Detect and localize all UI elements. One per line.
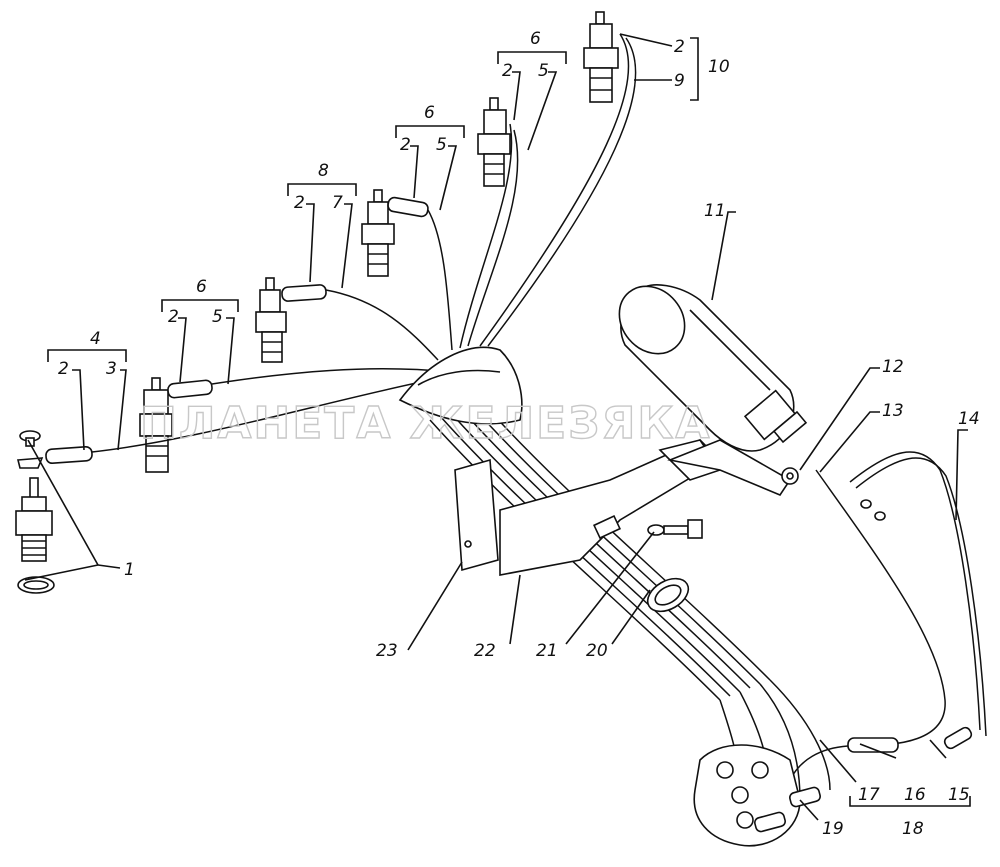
harness-clamp <box>398 346 523 572</box>
callout-leaders <box>24 33 971 821</box>
callout-10: 10 <box>708 57 730 77</box>
callout-4-2: 2 <box>58 359 69 379</box>
callout-6-a-2: 2 <box>168 307 179 327</box>
callout-6-c-5: 5 <box>538 61 549 81</box>
spark-plug-5 <box>477 97 511 187</box>
callout-14: 14 <box>958 409 980 429</box>
callout-15: 15 <box>948 785 970 805</box>
callout-19: 19 <box>822 819 844 839</box>
callout-10-9: 9 <box>674 71 685 91</box>
callout-labels: 1 4 2 3 6 2 5 8 2 7 6 2 5 6 2 5 2 9 10 1… <box>58 29 980 839</box>
spark-plug-3 <box>255 277 287 363</box>
watermark-text: ПЛАНЕТА ЖЕЛЕЗЯКА <box>140 398 711 449</box>
high-voltage-wires <box>45 33 637 464</box>
callout-6-b-2: 2 <box>400 135 411 155</box>
ignition-coil <box>618 284 808 496</box>
grommet <box>646 577 690 613</box>
callout-6-a: 6 <box>196 277 207 297</box>
callout-13: 13 <box>882 401 904 421</box>
callout-21: 21 <box>536 641 558 661</box>
callout-6-c-2: 2 <box>502 61 513 81</box>
callout-10-2: 2 <box>674 37 685 57</box>
callout-1: 1 <box>124 560 135 580</box>
callout-8: 8 <box>318 161 329 181</box>
callout-11: 11 <box>704 201 726 221</box>
washers <box>860 499 886 521</box>
callout-16: 16 <box>904 785 926 805</box>
bolt <box>647 519 703 539</box>
callout-4: 4 <box>90 329 101 349</box>
nut <box>781 467 799 485</box>
callout-18: 18 <box>902 819 924 839</box>
low-voltage-wires <box>789 451 987 781</box>
callout-6-b-5: 5 <box>436 135 447 155</box>
callout-6-b: 6 <box>424 103 435 123</box>
callout-20: 20 <box>586 641 608 661</box>
callout-6-c: 6 <box>530 29 541 49</box>
spark-plug-exploded <box>15 430 55 594</box>
callout-23: 23 <box>376 641 398 661</box>
distributor-cap <box>693 744 821 847</box>
callout-8-7: 7 <box>332 193 343 213</box>
spark-plug-4 <box>361 189 395 277</box>
callout-17: 17 <box>858 785 880 805</box>
callout-4-3: 3 <box>106 359 117 379</box>
spark-plug-6 <box>583 11 619 103</box>
callout-12: 12 <box>882 357 904 377</box>
callout-22: 22 <box>474 641 496 661</box>
spark-plug-2 <box>139 377 173 473</box>
callout-8-2: 2 <box>294 193 305 213</box>
callout-6-a-5: 5 <box>212 307 223 327</box>
